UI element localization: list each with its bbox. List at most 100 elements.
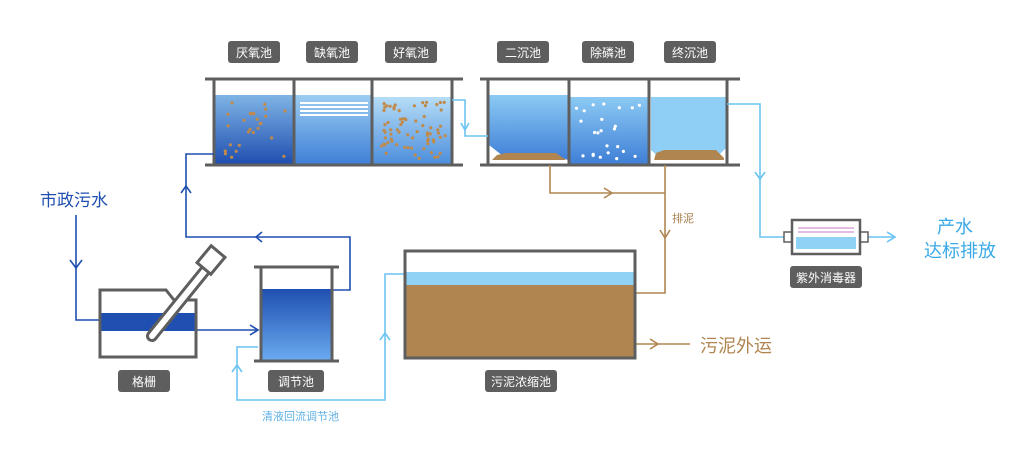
- secondary-clarifier-sludge: [492, 153, 566, 160]
- regulating-tank: [254, 265, 339, 363]
- particle-dot: [442, 100, 446, 104]
- particle-dot: [392, 107, 396, 111]
- final-clarifier-sludge: [654, 150, 724, 160]
- particle-dot: [423, 104, 427, 108]
- particle-dot: [250, 112, 254, 116]
- particle-dot: [591, 153, 595, 157]
- particle-dot: [386, 120, 390, 125]
- particle-dot: [395, 128, 399, 132]
- particle-dot: [237, 143, 241, 147]
- label-final-clarifier: 终沉池: [664, 41, 716, 63]
- particle-dot: [417, 156, 421, 161]
- particle-dot: [429, 126, 433, 130]
- label-uv-disinfector: 紫外消毒器: [790, 266, 862, 288]
- particle-dot: [383, 123, 387, 127]
- screen-motor: [194, 243, 228, 277]
- sludge-flow: [549, 165, 690, 350]
- particle-dot: [433, 155, 437, 159]
- label-phosphorus-removal: 除磷池: [582, 41, 634, 63]
- particle-dot: [439, 108, 443, 112]
- label-anaerobic: 厌氧池: [228, 41, 280, 63]
- svg-text:除磷池: 除磷池: [590, 45, 626, 60]
- particle-dot: [242, 118, 246, 122]
- particle-dot: [621, 149, 626, 153]
- particle-dot: [259, 121, 263, 125]
- svg-text:二沉池: 二沉池: [505, 46, 541, 60]
- label-secondary-clarifier: 二沉池: [497, 41, 549, 63]
- particle-dot: [397, 130, 401, 134]
- particle-dot: [388, 104, 392, 108]
- particle-dot: [412, 104, 416, 108]
- label-outlet-line1: 产水: [937, 217, 973, 238]
- particle-dot: [435, 102, 439, 107]
- phosphorus-dots: [574, 102, 642, 161]
- particle-dot: [574, 106, 579, 110]
- particle-dot: [425, 131, 429, 135]
- aerobic-sludge-dots: [380, 100, 447, 161]
- particle-dot: [406, 146, 410, 150]
- particle-dot: [421, 101, 425, 105]
- particle-dot: [246, 130, 251, 134]
- final-clarifier-water: [651, 97, 726, 160]
- particle-dot: [251, 130, 255, 135]
- label-anoxic: 缺氧池: [306, 41, 358, 63]
- particle-dot: [599, 129, 603, 133]
- svg-text:好氧池: 好氧池: [393, 46, 429, 60]
- settling-tank-group: [480, 77, 740, 167]
- particle-dot: [264, 114, 268, 118]
- particle-dot: [264, 107, 268, 111]
- anaerobic-sludge-dots: [223, 101, 287, 159]
- particle-dot: [401, 117, 405, 121]
- particle-dot: [630, 106, 634, 110]
- svg-text:终沉池: 终沉池: [672, 45, 708, 60]
- particle-dot: [403, 145, 407, 149]
- particle-dot: [386, 141, 390, 145]
- particle-dot: [422, 147, 426, 151]
- particle-dot: [617, 106, 621, 110]
- particle-dot: [596, 131, 600, 135]
- particle-dot: [270, 136, 274, 140]
- anoxic-water: [295, 95, 371, 164]
- particle-dot: [255, 117, 259, 121]
- particle-dot: [226, 124, 230, 128]
- particle-dot: [385, 104, 389, 108]
- svg-text:调节池: 调节池: [278, 375, 314, 389]
- particle-dot: [382, 142, 386, 146]
- particle-dot: [226, 112, 230, 116]
- particle-dot: [400, 120, 404, 124]
- screen-unit: [98, 243, 228, 359]
- svg-text:紫外消毒器: 紫外消毒器: [796, 271, 856, 285]
- particle-dot: [406, 133, 410, 137]
- particle-dot: [439, 124, 443, 128]
- particle-dot: [438, 135, 442, 139]
- label-sludge-discharge: 排泥: [672, 211, 694, 225]
- sludge-thickener: [403, 249, 637, 360]
- particle-dot: [263, 102, 267, 106]
- particle-dot: [438, 100, 442, 105]
- particle-dot: [415, 130, 419, 134]
- label-municipal-sewage: 市政污水: [40, 191, 108, 211]
- label-aerobic: 好氧池: [385, 41, 437, 63]
- particle-dot: [282, 154, 286, 158]
- particle-dot: [436, 128, 440, 132]
- particle-dot: [382, 102, 386, 106]
- particle-dot: [234, 149, 238, 153]
- particle-dot: [443, 134, 447, 138]
- particle-dot: [223, 152, 227, 156]
- particle-dot: [380, 144, 384, 148]
- particle-dot: [428, 132, 432, 136]
- particle-dot: [579, 119, 583, 123]
- particle-dot: [600, 117, 604, 121]
- label-clear-return: 清液回流调节池: [262, 409, 339, 423]
- particle-dot: [382, 108, 386, 113]
- particle-dot: [426, 142, 430, 146]
- label-screen: 格栅: [118, 370, 170, 392]
- particle-dot: [389, 132, 393, 136]
- particle-dot: [248, 127, 252, 131]
- particle-dot: [605, 144, 609, 148]
- particle-dot: [593, 130, 597, 135]
- svg-text:缺氧池: 缺氧池: [314, 45, 350, 60]
- label-sludge-out: 污泥外运: [700, 336, 772, 357]
- particle-dot: [425, 100, 429, 104]
- particle-dot: [228, 143, 232, 147]
